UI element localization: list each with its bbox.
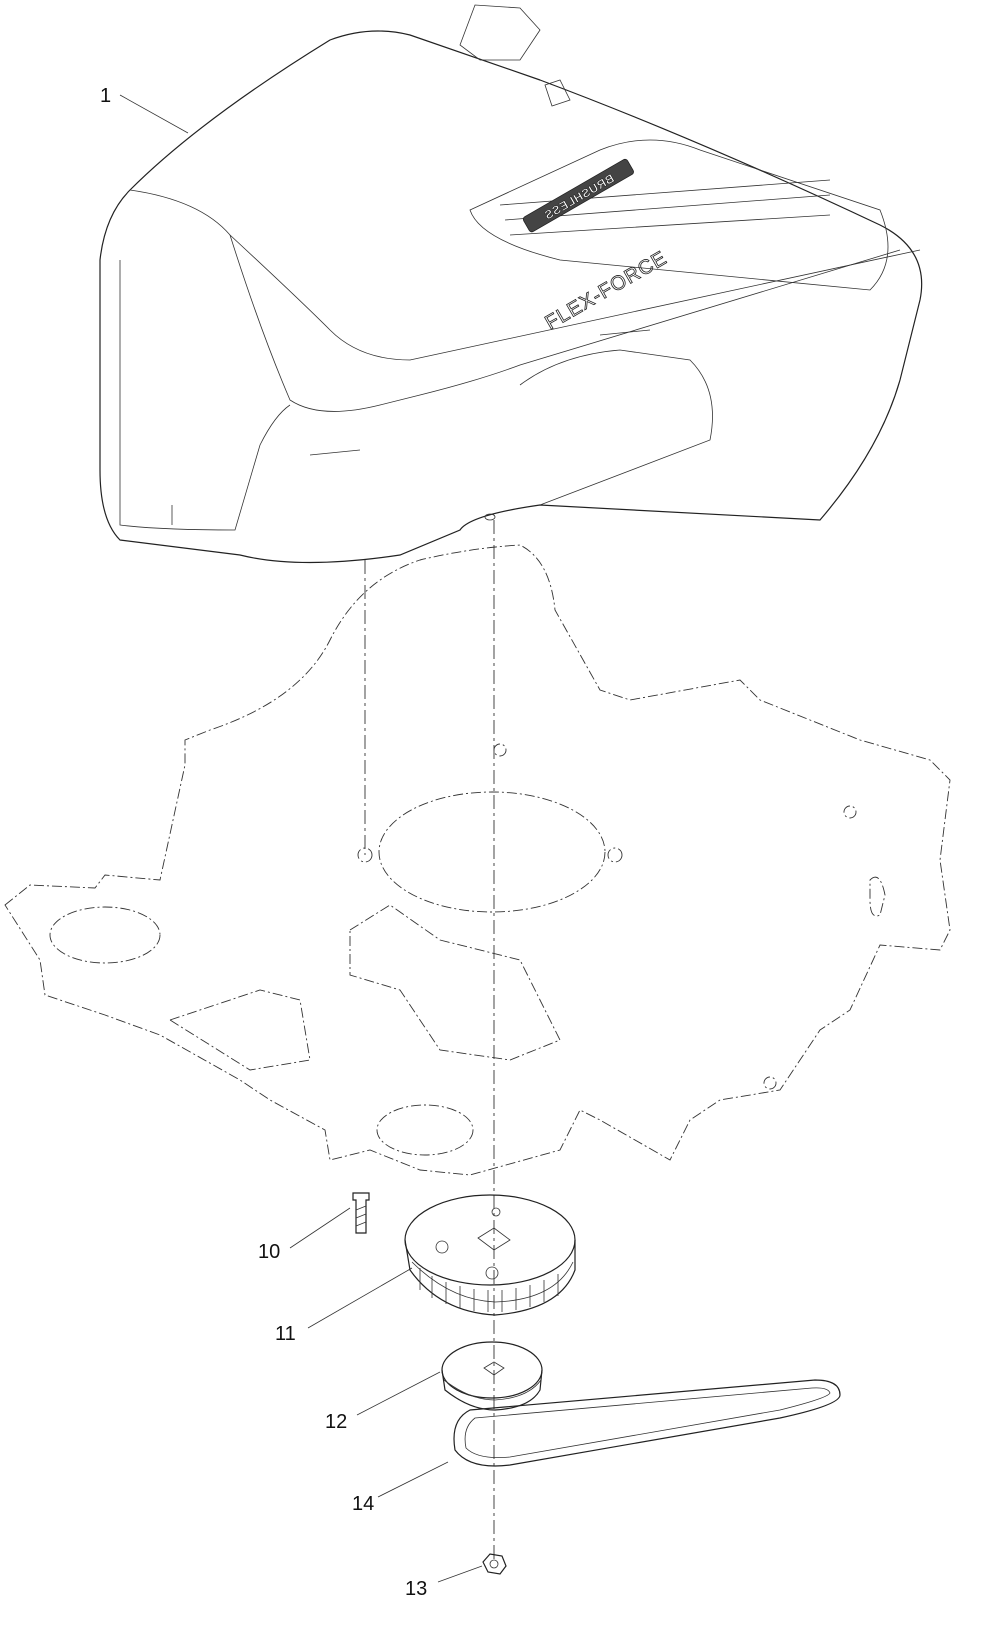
bolt (352, 1192, 370, 1234)
callout-12: 12 (325, 1411, 347, 1433)
brushless-badge: BRUSHLESS (522, 158, 634, 233)
motor-cover: BRUSHLESS FLEX-FORCE (99, 4, 923, 564)
mower-deck-phantom (4, 544, 951, 1176)
toothed-pulley (404, 1194, 576, 1316)
callout-13: 13 (405, 1578, 427, 1600)
callout-11: 11 (275, 1323, 296, 1345)
v-pulley (441, 1341, 543, 1411)
callout-10: 10 (258, 1241, 280, 1263)
belt (453, 1379, 841, 1467)
nut (482, 1553, 507, 1575)
callout-1: 1 (100, 85, 111, 107)
callout-14: 14 (352, 1493, 374, 1515)
